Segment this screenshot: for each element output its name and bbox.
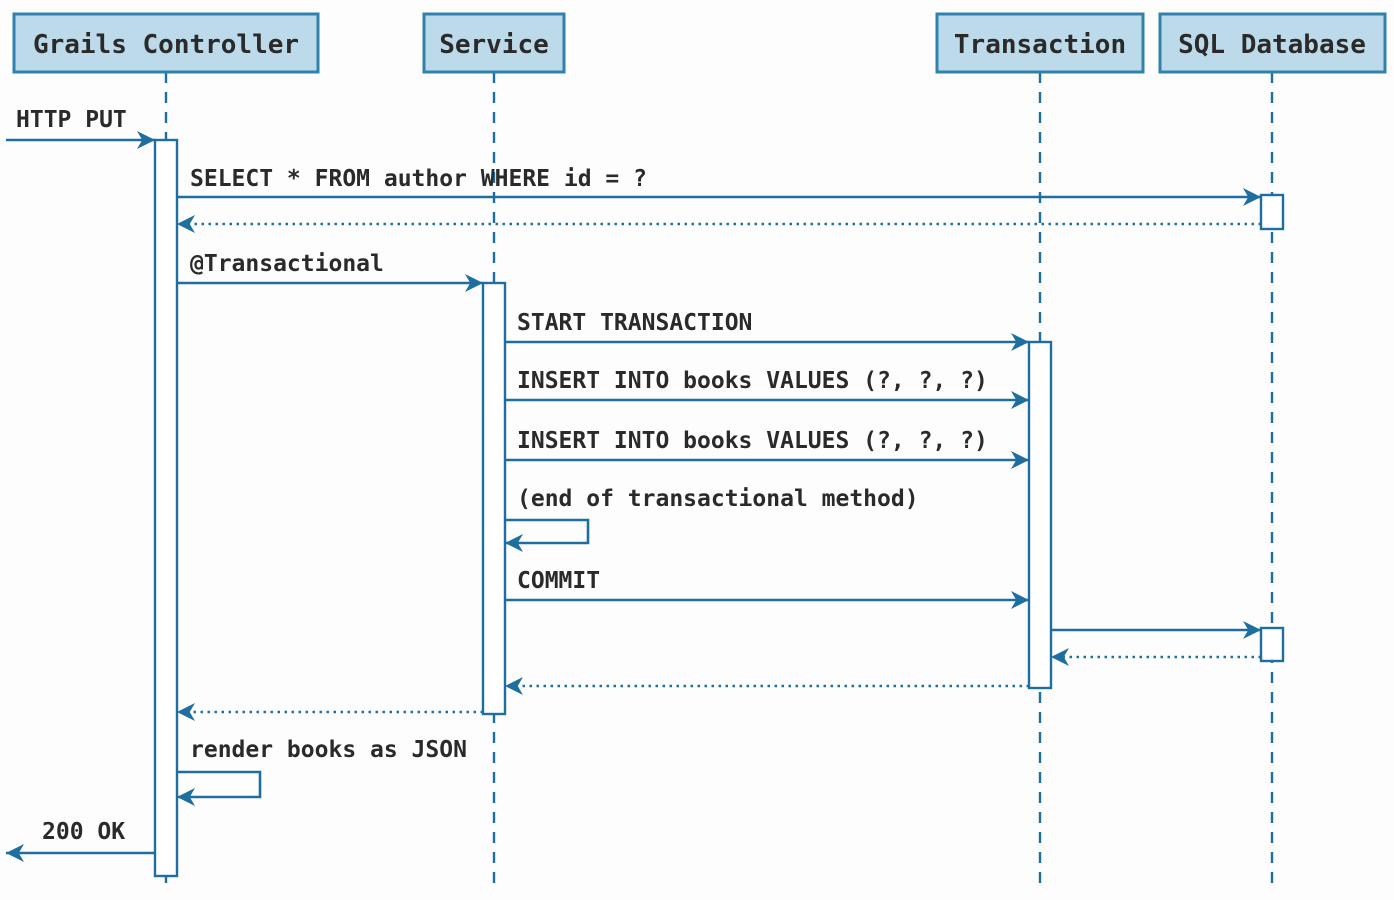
participant-box — [12, 12, 320, 74]
participant-grails-controller: Grails Controller — [12, 12, 320, 74]
activations — [153, 138, 1285, 878]
participant-label: Transaction — [954, 30, 1126, 60]
message-label-200-ok: 200 OK — [42, 819, 125, 845]
messages: HTTP PUT SELECT * FROM author WHERE id =… — [6, 107, 1261, 862]
participant-sql-database: SQL Database — [1158, 12, 1387, 74]
activation-service — [481, 281, 507, 716]
participant-box — [422, 12, 566, 74]
lifelines — [164, 72, 1274, 888]
message-arrow-render-books — [177, 770, 262, 806]
participant-label: Service — [439, 30, 549, 60]
participant-label: SQL Database — [1178, 30, 1366, 60]
message-arrow-end-transactional-method — [505, 518, 590, 552]
message-label-commit: COMMIT — [517, 568, 600, 594]
message-label-start-transaction: START TRANSACTION — [517, 310, 752, 336]
participants: Grails Controller Service Transaction SQ… — [12, 12, 1387, 74]
message-label-select-author: SELECT * FROM author WHERE id = ? — [190, 166, 647, 192]
participant-transaction: Transaction — [935, 12, 1145, 74]
message-label-insert-books-2: INSERT INTO books VALUES (?, ?, ?) — [517, 428, 988, 454]
activation-sql-database-1 — [1259, 193, 1285, 231]
activation-grails-controller — [153, 138, 179, 878]
activation-transaction — [1027, 340, 1053, 690]
participant-box — [1158, 12, 1387, 74]
participant-label: Grails Controller — [33, 30, 299, 60]
activation-sql-database-2 — [1259, 626, 1285, 663]
message-label-http-put: HTTP PUT — [16, 107, 127, 133]
message-label-insert-books-1: INSERT INTO books VALUES (?, ?, ?) — [517, 368, 988, 394]
message-label-end-transactional-method: (end of transactional method) — [517, 486, 919, 512]
participant-service: Service — [422, 12, 566, 74]
message-label-transactional: @Transactional — [190, 251, 384, 277]
participant-box — [935, 12, 1145, 74]
message-label-render-books: render books as JSON — [190, 737, 467, 763]
